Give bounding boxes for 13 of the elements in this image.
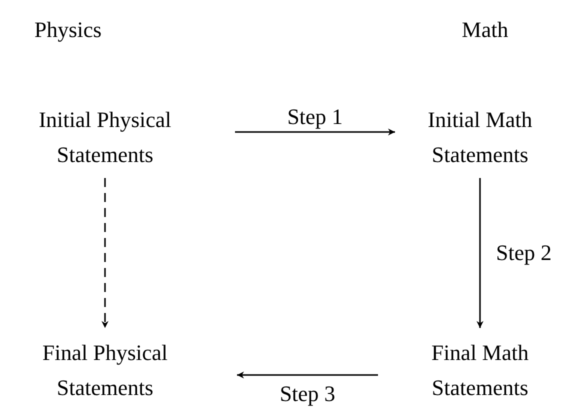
edge-label: Step 3 (280, 381, 336, 407)
node-text: Final Math Statements (430, 339, 530, 402)
arrow (237, 372, 378, 378)
column-heading: Physics (34, 17, 102, 43)
arrow (476, 178, 484, 328)
column-heading: Math (462, 17, 508, 43)
arrow (102, 178, 108, 328)
node-text: Initial Physical Statements (38, 106, 172, 169)
node-text: Final Physical Statements (41, 339, 169, 402)
edge-label: Step 1 (287, 104, 343, 130)
arrow (235, 128, 395, 136)
node-text: Initial Math Statements (426, 106, 534, 169)
edge-label: Step 2 (496, 240, 552, 266)
